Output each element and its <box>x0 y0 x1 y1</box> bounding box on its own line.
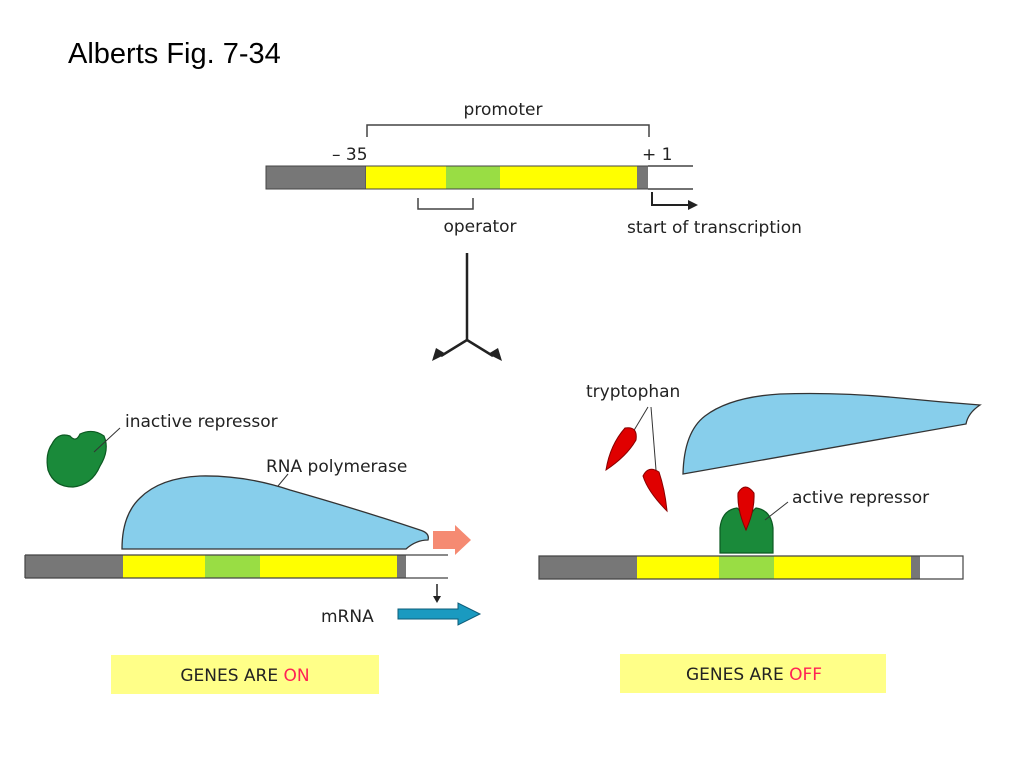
promoter-region <box>774 556 911 579</box>
minus-35-label: – 35 <box>332 145 368 165</box>
promoter-region <box>500 166 637 189</box>
dna-downstream-outline <box>648 165 693 190</box>
operator-region <box>719 556 774 579</box>
rna-polymerase <box>682 392 982 475</box>
promoter-label: promoter <box>464 100 543 120</box>
rna-polymerase-leader <box>277 473 289 487</box>
promoter-region <box>123 555 205 578</box>
genes-on-word: ON <box>284 666 310 686</box>
genes-on-box <box>111 655 379 694</box>
tryptophan-leader-1 <box>632 406 649 433</box>
tryptophan-molecule <box>605 427 637 472</box>
transcription-start-arrow <box>651 192 688 206</box>
operator-label: operator <box>443 217 516 237</box>
transcription-start-arrowhead <box>688 200 698 210</box>
slide-title: Alberts Fig. 7-34 <box>68 38 281 70</box>
genes-off-status: GENES ARE OFF <box>686 665 822 685</box>
right-dna-strand <box>538 555 964 580</box>
split-arrow <box>432 253 502 361</box>
promoter-region <box>366 166 446 189</box>
start-of-transcription-label: start of transcription <box>627 218 802 238</box>
dna-upstream-segment <box>265 165 367 190</box>
inactive-repressor-label: inactive repressor <box>125 412 278 432</box>
operator-region <box>446 166 500 189</box>
operator-region <box>205 555 260 578</box>
promoter-bracket <box>366 124 650 137</box>
polymerase-motion-arrow <box>433 525 471 555</box>
genes-off-prefix: GENES ARE <box>686 665 789 685</box>
mrna-arrow <box>397 602 482 626</box>
genes-on-status: GENES ARE ON <box>180 666 309 686</box>
top-dna-strand <box>265 165 693 190</box>
bound-tryptophan <box>737 486 755 532</box>
mrna-label: mRNA <box>321 607 374 627</box>
right-panel: tryptophan active repressor GENES ARE OF… <box>538 382 982 693</box>
genes-off-word: OFF <box>789 665 822 685</box>
active-repressor-label: active repressor <box>792 488 929 508</box>
rna-polymerase-label: RNA polymerase <box>266 457 407 477</box>
dna-start-marker <box>637 166 648 189</box>
genes-off-box <box>620 654 886 693</box>
operator-bracket <box>417 198 474 210</box>
promoter-region <box>260 555 397 578</box>
top-panel: promoter – 35 + 1 operator start of tran… <box>265 100 802 238</box>
left-panel: inactive repressor RNA polymerase mRNA G… <box>24 412 482 694</box>
plus-1-label: + 1 <box>642 145 672 165</box>
tryptophan-leader-2 <box>650 406 657 471</box>
tryptophan-molecule <box>642 468 668 513</box>
left-dna-strand <box>24 554 448 579</box>
dna-outline <box>266 165 648 190</box>
active-repressor-leader <box>764 501 789 521</box>
rna-polymerase <box>121 475 429 550</box>
promoter-region <box>637 556 719 579</box>
inactive-repressor-leader <box>93 427 121 453</box>
genes-on-prefix: GENES ARE <box>180 666 283 686</box>
tryptophan-label: tryptophan <box>586 382 680 402</box>
inactive-repressor <box>46 430 107 488</box>
